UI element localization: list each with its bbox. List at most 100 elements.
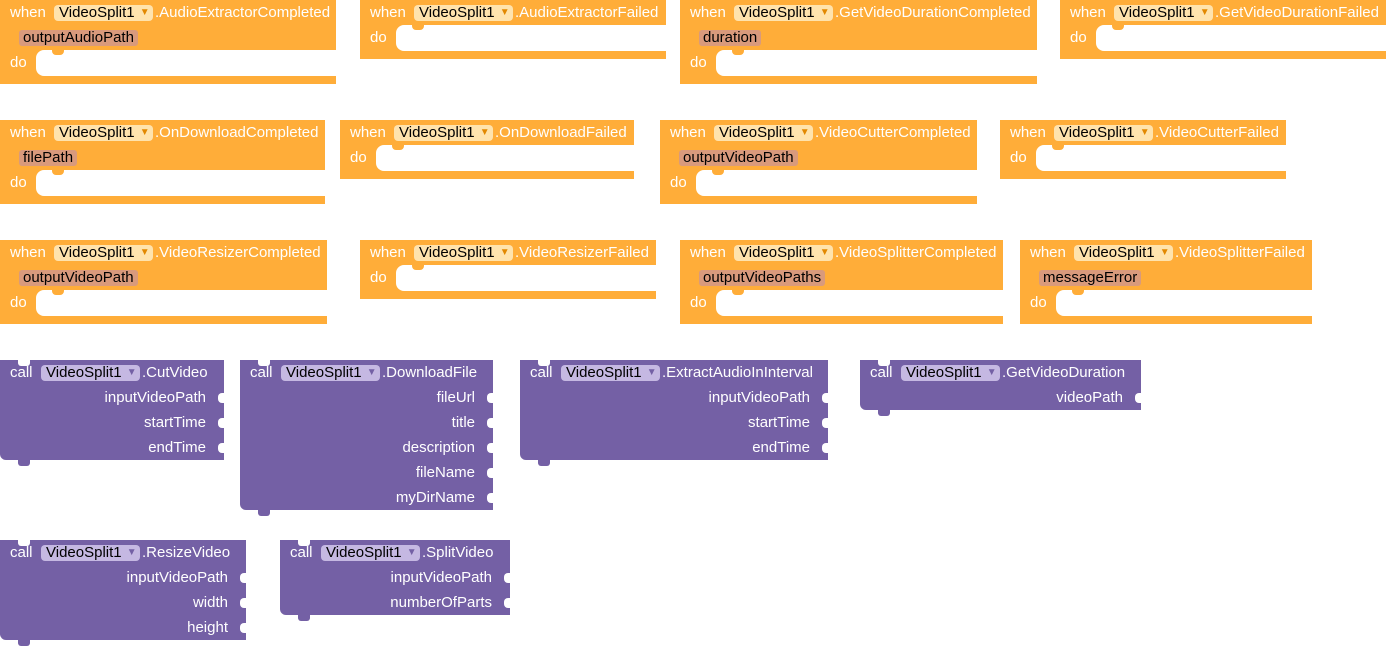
do-statement-slot[interactable] [716,50,1037,76]
component-dropdown[interactable]: VideoSplit1▼ [734,245,833,261]
argument-label: width [192,594,228,611]
event-parameter[interactable]: outputVideoPaths [699,270,826,286]
do-statement-slot[interactable] [36,290,327,316]
event-parameter[interactable]: filePath [19,150,78,166]
next-connector [298,615,310,621]
component-dropdown[interactable]: VideoSplit1▼ [734,5,833,21]
component-dropdown[interactable]: VideoSplit1▼ [414,245,513,261]
do-keyword: do [1010,149,1027,166]
component-dropdown[interactable]: VideoSplit1▼ [561,365,660,381]
argument-label: inputVideoPath [708,389,810,406]
argument-label: height [187,619,228,636]
argument-socket[interactable] [504,598,510,608]
method-name: .DownloadFile [382,364,478,381]
do-statement-slot[interactable] [716,290,1003,316]
previous-connector [538,360,550,366]
component-dropdown[interactable]: VideoSplit1▼ [54,125,153,141]
component-dropdown[interactable]: VideoSplit1▼ [901,365,1000,381]
argument-socket[interactable] [240,623,246,633]
component-name: VideoSplit1 [59,4,135,21]
argument-socket[interactable] [822,443,828,453]
component-dropdown[interactable]: VideoSplit1▼ [54,5,153,21]
argument-socket[interactable] [487,493,493,503]
component-dropdown[interactable]: VideoSplit1▼ [321,545,420,561]
previous-connector [18,540,30,546]
argument-socket[interactable] [240,573,246,583]
component-dropdown[interactable]: VideoSplit1▼ [1054,125,1153,141]
do-statement-slot[interactable] [36,170,325,196]
argument-socket[interactable] [1135,393,1141,403]
argument-socket[interactable] [487,443,493,453]
do-statement-slot[interactable] [1036,145,1286,171]
statement-notch [392,145,404,150]
statement-notch [1112,25,1124,30]
method-name: .CutVideo [142,364,208,381]
component-dropdown[interactable]: VideoSplit1 ▼ [714,125,813,141]
chevron-down-icon: ▼ [139,127,150,138]
do-statement-slot[interactable] [376,145,634,171]
next-connector [18,640,30,646]
component-name: VideoSplit1 [719,124,795,141]
argument-socket[interactable] [487,393,493,403]
argument-socket[interactable] [218,393,224,403]
do-keyword: do [370,269,387,286]
next-connector [258,510,270,516]
chevron-down-icon: ▼ [499,7,510,18]
component-dropdown[interactable]: VideoSplit1▼ [281,365,380,381]
next-connector [538,460,550,466]
component-dropdown[interactable]: VideoSplit1▼ [54,245,153,261]
argument-socket[interactable] [240,598,246,608]
do-statement-slot[interactable] [696,170,977,196]
chevron-down-icon: ▼ [799,127,810,138]
argument-socket[interactable] [822,418,828,428]
component-dropdown[interactable]: VideoSplit1▼ [1114,5,1213,21]
do-statement-slot[interactable] [1096,25,1386,51]
do-statement-slot[interactable] [36,50,336,76]
do-keyword: do [670,174,687,191]
chevron-down-icon: ▼ [986,367,997,378]
argument-socket[interactable] [218,418,224,428]
argument-socket[interactable] [822,393,828,403]
component-dropdown[interactable]: VideoSplit1▼ [394,125,493,141]
argument-socket[interactable] [487,418,493,428]
do-statement-slot[interactable] [396,25,666,51]
event-parameter[interactable]: outputVideoPath [19,270,138,286]
event-parameter[interactable]: outputVideoPath [679,150,798,166]
component-dropdown[interactable]: VideoSplit1▼ [1074,245,1173,261]
component-dropdown[interactable]: VideoSplit1▼ [41,365,140,381]
component-dropdown[interactable]: VideoSplit1▼ [414,5,513,21]
event-parameter[interactable]: outputAudioPath [19,30,138,46]
do-statement-slot[interactable] [1056,290,1312,316]
argument-socket[interactable] [218,443,224,453]
component-dropdown[interactable]: VideoSplit1▼ [41,545,140,561]
call-keyword: call [250,364,273,381]
component-name: VideoSplit1 [46,364,122,381]
argument-socket[interactable] [504,573,510,583]
do-keyword: do [350,149,367,166]
event-name: .AudioExtractorFailed [515,4,659,21]
argument-label: startTime [144,414,206,431]
do-statement-slot[interactable] [396,265,656,291]
argument-socket[interactable] [487,468,493,478]
event-parameter[interactable]: messageError [1039,270,1142,286]
argument-label: endTime [752,439,810,456]
event-parameter[interactable]: duration [699,30,762,46]
